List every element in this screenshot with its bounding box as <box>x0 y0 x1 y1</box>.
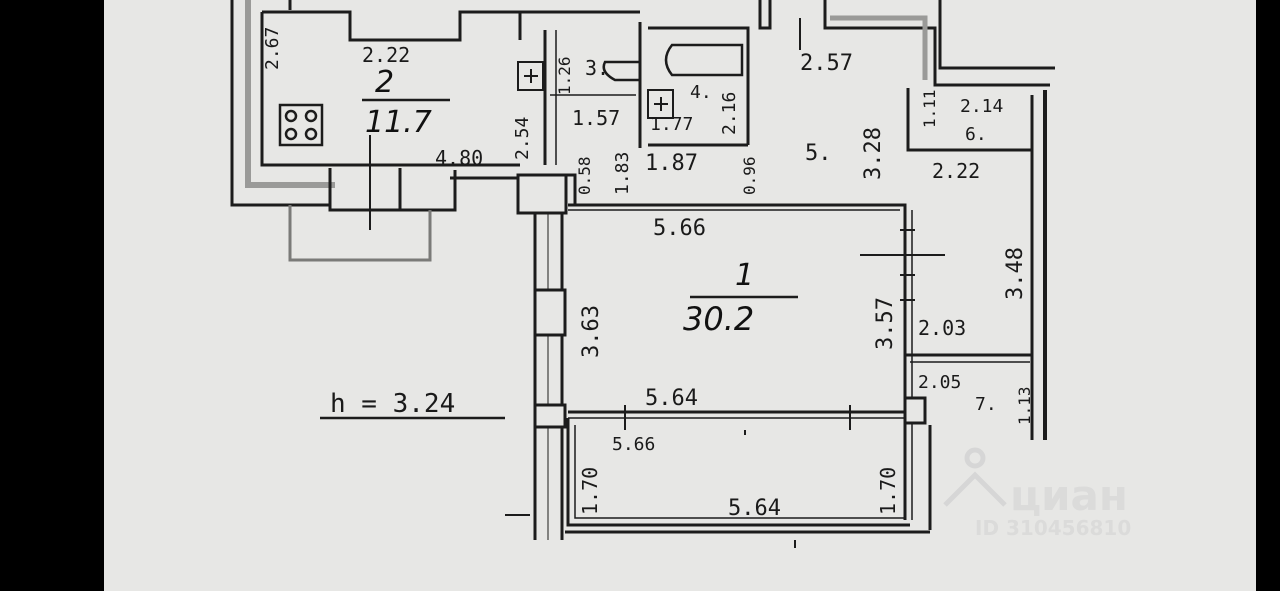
dim-2-67: 2.67 <box>262 27 283 70</box>
dim-2-03: 2.03 <box>918 316 966 340</box>
windows <box>516 173 927 429</box>
dim-1-57: 1.57 <box>572 106 620 130</box>
dim-2-05: 2.05 <box>918 372 961 393</box>
dim-1-70-left: 1.70 <box>578 467 602 515</box>
dim-1-87: 1.87 <box>645 151 698 176</box>
dim-5-66-mid: 5.66 <box>612 434 655 455</box>
dim-1-11: 1.11 <box>920 89 939 128</box>
room-1-area: 30.2 <box>683 300 754 338</box>
dim-5-66-top: 5.66 <box>653 216 706 241</box>
dim-3-28: 3.28 <box>861 127 886 180</box>
dim-3-48: 3.48 <box>1003 247 1028 300</box>
room-4-label: 4. <box>690 82 712 103</box>
paper-sheet <box>104 0 1256 591</box>
listing-id: ID 310456810 <box>975 516 1131 540</box>
dim-2-54: 2.54 <box>512 117 533 160</box>
room-2-area: 11.7 <box>365 105 432 140</box>
dim-3-57: 3.57 <box>873 297 898 350</box>
dimension-ticks <box>369 18 945 548</box>
cian-watermark: циан ID 310456810 <box>943 447 1131 540</box>
sink-icon <box>517 61 674 119</box>
dim-2-16: 2.16 <box>719 92 740 135</box>
dim-2-57: 2.57 <box>800 51 853 76</box>
dim-1-26: 1.26 <box>555 56 574 95</box>
room-5-label: 5. <box>805 141 832 166</box>
room-7-label: 7. <box>975 394 997 415</box>
dim-0-58: 0.58 <box>575 156 594 195</box>
cian-brand: циан <box>1010 471 1128 520</box>
dim-0-96: 0.96 <box>740 156 759 195</box>
bathtub-icon <box>664 43 744 77</box>
dim-1-83: 1.83 <box>612 152 633 195</box>
dim-2-22-room6: 2.22 <box>932 159 980 183</box>
dim-5-64-mid: 5.64 <box>645 386 698 411</box>
dim-2-14: 2.14 <box>960 96 1003 117</box>
dim-3-63: 3.63 <box>579 305 604 358</box>
stove-icon <box>278 103 324 147</box>
toilet-icon <box>602 60 642 82</box>
dim-1-77: 1.77 <box>650 114 693 135</box>
dim-4-80: 4.80 <box>435 146 483 170</box>
dim-1-70-right: 1.70 <box>876 467 900 515</box>
cian-logo-icon <box>943 447 1007 507</box>
room-6-label: 6. <box>965 124 987 145</box>
room-1-number: 1 <box>735 258 754 293</box>
dim-5-64-bottom: 5.64 <box>728 496 781 521</box>
ceiling-height-note: h = 3.24 <box>330 389 455 419</box>
dim-1-13: 1.13 <box>1015 386 1034 425</box>
dim-2-22-top: 2.22 <box>362 43 410 67</box>
room-2-number: 2 <box>375 65 394 100</box>
room-3-label: 3. <box>585 56 609 80</box>
